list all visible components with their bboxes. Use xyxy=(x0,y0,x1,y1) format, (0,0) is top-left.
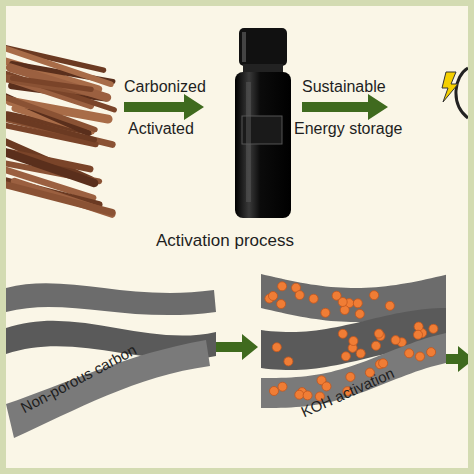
root-sticks xyxy=(6,47,114,214)
pore-dot xyxy=(385,301,394,310)
pore-dot xyxy=(284,357,293,366)
pore-dot xyxy=(269,292,278,301)
pore-dot xyxy=(270,387,279,396)
pore-dot xyxy=(278,282,287,291)
stick xyxy=(10,68,107,98)
vial xyxy=(235,28,291,218)
pore-dot xyxy=(295,291,304,300)
pore-dot xyxy=(416,352,425,361)
figure-panel: CarbonizedActivated SustainableEnergy sto… xyxy=(6,6,468,468)
stick xyxy=(13,78,91,89)
pore-dot xyxy=(309,294,318,303)
pore-dot xyxy=(414,322,423,331)
pore-dot xyxy=(370,291,379,300)
pore-dot xyxy=(277,300,286,309)
pore-dot xyxy=(356,349,365,358)
pore-dot xyxy=(338,298,347,307)
pore-dot xyxy=(355,309,364,318)
pore-dot xyxy=(349,337,358,346)
stick xyxy=(6,185,112,213)
pore-dot xyxy=(414,330,423,339)
non-porous-carbon-sheets xyxy=(6,283,216,438)
pore-dot xyxy=(427,348,436,357)
carbon-sheet xyxy=(261,308,446,370)
pore-dot xyxy=(295,390,304,399)
step-label: Activated xyxy=(128,120,194,138)
stick xyxy=(7,49,111,84)
process-arrow xyxy=(124,94,468,372)
pore-dot xyxy=(278,382,287,391)
pore-dot xyxy=(391,336,400,345)
pore-dot xyxy=(372,341,381,350)
stick xyxy=(6,96,95,130)
step-label: Energy storage xyxy=(294,120,403,138)
pore-dot xyxy=(341,352,350,361)
pore-dot xyxy=(321,308,330,317)
pore-dot xyxy=(405,349,414,358)
pore-dot xyxy=(353,299,362,308)
stick xyxy=(6,150,94,183)
pore-dot xyxy=(338,329,347,338)
energy-device xyxy=(442,68,468,118)
pore-dot xyxy=(340,306,349,315)
step-label: Carbonized xyxy=(124,78,206,96)
step-label: Sustainable xyxy=(302,78,386,96)
section-heading: Activation process xyxy=(156,232,294,250)
pore-dot xyxy=(429,324,438,333)
pore-dot xyxy=(272,343,281,352)
pore-dot xyxy=(374,329,383,338)
